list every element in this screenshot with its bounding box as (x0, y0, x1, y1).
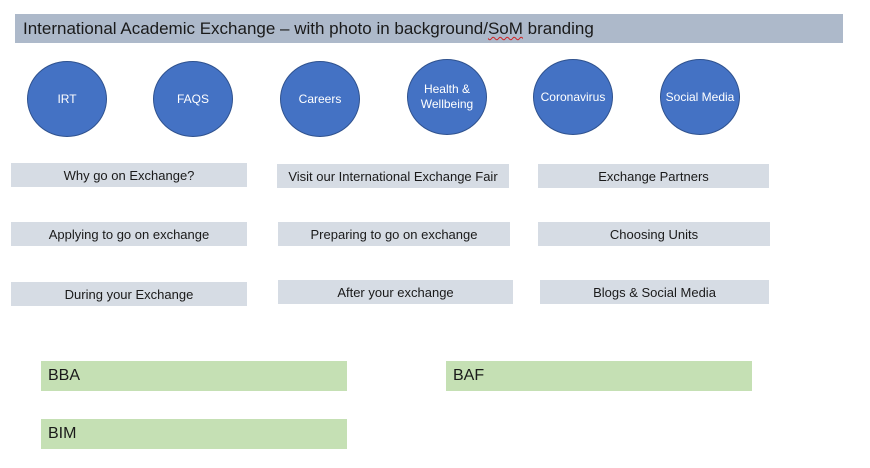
page-title: International Academic Exchange – with p… (23, 19, 594, 39)
link-label: Why go on Exchange? (63, 167, 195, 183)
program-baf[interactable]: BAF (446, 361, 752, 391)
link-label: After your exchange (337, 284, 454, 300)
nav-circle-irt[interactable]: IRT (27, 61, 107, 137)
link-label: Exchange Partners (598, 168, 709, 184)
program-bim[interactable]: BIM (41, 419, 347, 449)
link-label: Applying to go on exchange (48, 226, 210, 242)
nav-circle-label: Health & Wellbeing (420, 82, 474, 111)
nav-circle-label: Coronavirus (540, 89, 606, 104)
nav-circle-label: Careers (298, 91, 342, 106)
link-label: Choosing Units (609, 226, 699, 242)
page-header-bar: International Academic Exchange – with p… (15, 14, 843, 43)
link-visit-exchange-fair[interactable]: Visit our International Exchange Fair (277, 164, 509, 188)
link-label: Blogs & Social Media (593, 284, 716, 300)
nav-circle-coronavirus[interactable]: Coronavirus (533, 59, 613, 135)
program-label: BIM (48, 425, 77, 442)
link-label: Visit our International Exchange Fair (288, 168, 498, 184)
nav-circle-health-wellbeing[interactable]: Health & Wellbeing (407, 59, 487, 135)
nav-circle-label: Social Media (665, 89, 735, 104)
link-after-exchange[interactable]: After your exchange (278, 280, 513, 304)
link-label: During your Exchange (64, 286, 194, 302)
nav-circle-label: IRT (57, 91, 77, 106)
link-during-exchange[interactable]: During your Exchange (11, 282, 247, 306)
page-title-suffix: branding (522, 19, 594, 38)
link-choosing-units[interactable]: Choosing Units (538, 222, 770, 246)
page-title-misspelled-word: SoM (487, 19, 523, 38)
nav-circle-careers[interactable]: Careers (280, 61, 360, 137)
link-label: Preparing to go on exchange (310, 226, 478, 242)
link-blogs-social-media[interactable]: Blogs & Social Media (540, 280, 769, 304)
program-label: BBA (48, 367, 81, 384)
link-exchange-partners[interactable]: Exchange Partners (538, 164, 769, 188)
link-preparing-to-go[interactable]: Preparing to go on exchange (278, 222, 510, 246)
program-label: BAF (453, 367, 485, 384)
program-bba[interactable]: BBA (41, 361, 347, 391)
nav-circle-label: FAQS (176, 91, 209, 106)
link-applying-to-go[interactable]: Applying to go on exchange (11, 222, 247, 246)
nav-circle-faqs[interactable]: FAQS (153, 61, 233, 137)
link-why-go-on-exchange[interactable]: Why go on Exchange? (11, 163, 247, 187)
page-title-prefix: International Academic Exchange – with p… (23, 19, 488, 38)
nav-circle-social-media[interactable]: Social Media (660, 59, 740, 135)
